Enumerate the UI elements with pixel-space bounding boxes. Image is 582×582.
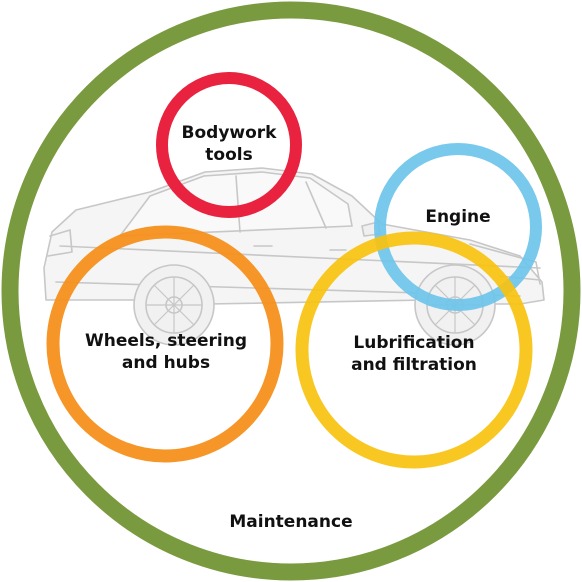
wheels-steering-hubs-label: Wheels, steering and hubs (66, 330, 266, 374)
lubrication-line-2: and filtration (351, 355, 477, 375)
maintenance-label: Maintenance (229, 512, 353, 532)
lubrication-filtration-ring (295, 231, 533, 469)
engine-ring (374, 143, 542, 311)
engine-label: Engine (398, 206, 518, 228)
wheels-line-1: Wheels, steering (84, 331, 248, 351)
wheels-line-2: and hubs (121, 353, 211, 373)
engine-line-1: Engine (425, 207, 491, 227)
bodywork-tools-ring (156, 72, 302, 218)
bodywork-tools-line-1: Bodywork (181, 123, 277, 143)
car-illustration (43, 167, 545, 346)
lubrication-line-1: Lubrification (353, 333, 475, 353)
wheels-steering-hubs-ring (46, 225, 284, 463)
lubrication-filtration-label: Lubrification and filtration (324, 332, 504, 376)
bodywork-tools-line-2: tools (205, 145, 253, 165)
bodywork-tools-label: Bodywork tools (164, 122, 294, 166)
